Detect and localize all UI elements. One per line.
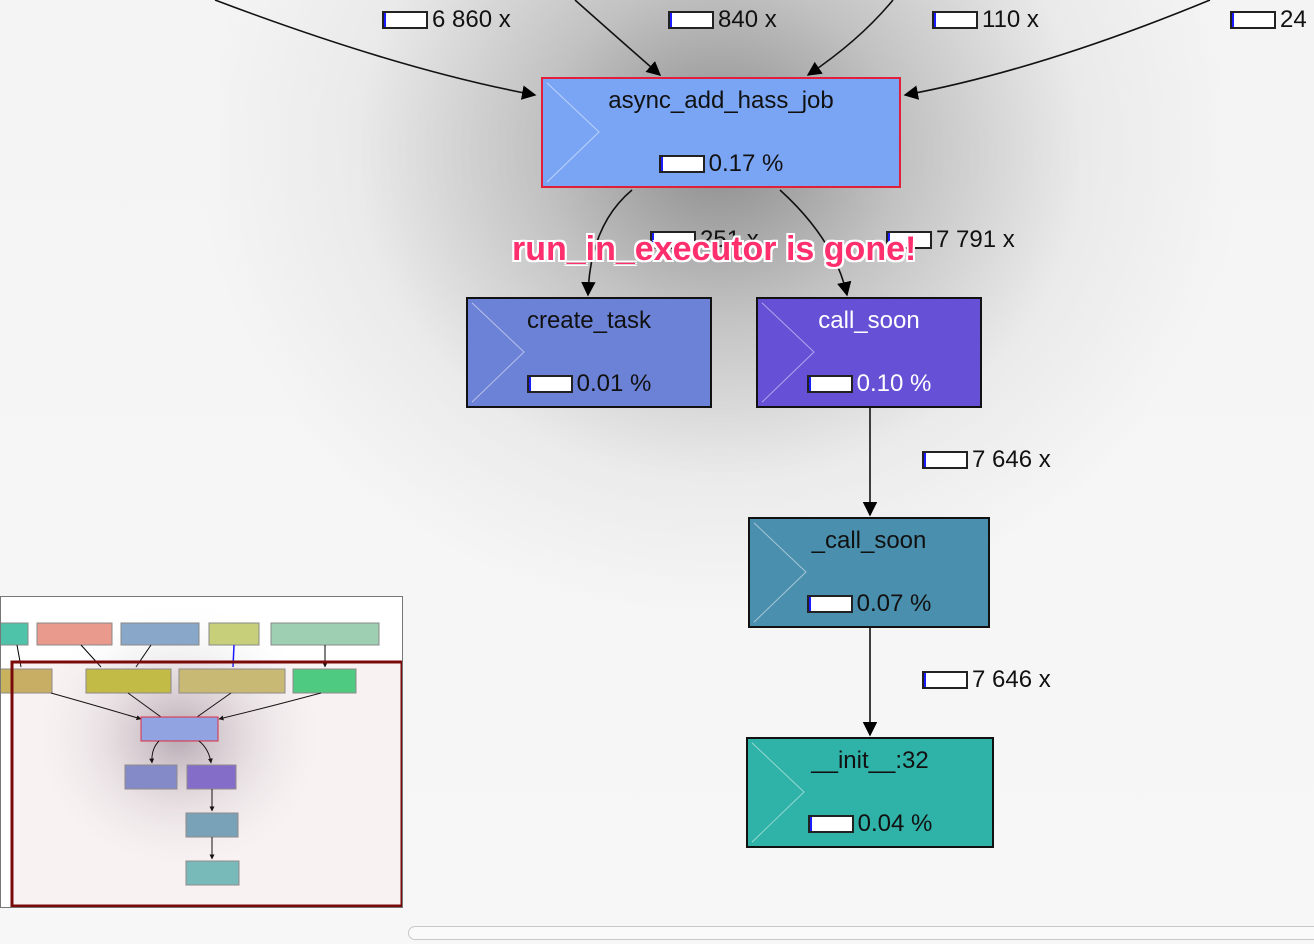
edge-label-text: 251 x — [700, 226, 759, 253]
edge-label-text: 7 646 x — [972, 446, 1051, 473]
node-percent: 0.01 % — [468, 370, 710, 398]
cost-bar — [807, 815, 854, 833]
node-create-task[interactable]: create_task 0.01 % — [466, 297, 712, 408]
call-count-bar — [886, 231, 932, 249]
edge-to-call-soon — [779, 189, 852, 297]
node-percent-value: 0.10 % — [856, 370, 932, 397]
node-name: create_task — [526, 307, 652, 334]
edge-label-text: 840 x — [718, 6, 777, 33]
minimap-graph — [1, 597, 402, 907]
node-name: _call_soon — [811, 527, 927, 554]
cost-bar — [658, 155, 705, 173]
chevron-decoration — [546, 82, 600, 183]
node-percent-value: 0.04 % — [857, 810, 933, 837]
edge-in2 — [574, 0, 662, 76]
call-count-bar — [382, 11, 428, 29]
call-count-bar — [932, 11, 978, 29]
edge-label-to-call-soon: 7 791 x — [886, 226, 1015, 254]
node-init-32[interactable]: __init__:32 0.04 % — [746, 737, 994, 848]
node-percent: 0.17 % — [543, 150, 899, 178]
edge-label-in1: 6 860 x — [382, 6, 511, 34]
call-count-bar — [650, 231, 696, 249]
cost-bar — [806, 375, 853, 393]
edge-label-text: 6 860 x — [432, 6, 511, 33]
edge-label-to-_call-soon: 7 646 x — [922, 446, 1051, 474]
node-percent-value: 0.07 % — [856, 590, 932, 617]
chevron-decoration — [471, 302, 525, 403]
chevron-decoration — [751, 742, 805, 843]
node-name: __init__:32 — [811, 747, 929, 774]
minimap-viewport — [10, 660, 402, 907]
edge-label-to-init: 7 646 x — [922, 666, 1051, 694]
edge-label-text: 110 x — [982, 6, 1039, 33]
edge-to-create-task — [581, 189, 633, 297]
edge-label-in4: 24 — [1230, 6, 1307, 34]
edge-in1 — [214, 0, 537, 100]
edge-label-text: 24 — [1280, 6, 1307, 33]
overview-minimap[interactable] — [0, 596, 403, 908]
node-percent: 0.07 % — [750, 590, 988, 618]
annotation-text: run_in_executor is gone! — [512, 230, 917, 268]
chevron-decoration — [761, 302, 815, 403]
call-count-bar — [668, 11, 714, 29]
edge-label-in3: 110 x — [932, 6, 1039, 34]
node-name: call_soon — [818, 307, 920, 334]
node-percent: 0.10 % — [758, 370, 980, 398]
call-count-bar — [1230, 11, 1276, 29]
call-count-bar — [922, 451, 968, 469]
call-count-bar — [922, 671, 968, 689]
edge-label-to-create-task: 251 x — [650, 226, 759, 254]
edge-in3 — [806, 0, 894, 76]
node-_call-soon[interactable]: _call_soon 0.07 % — [748, 517, 990, 628]
edge-label-text: 7 646 x — [972, 666, 1051, 693]
horizontal-scrollbar[interactable] — [408, 926, 1314, 940]
node-async-add-hass-job[interactable]: async_add_hass_job 0.17 % — [541, 77, 901, 188]
node-percent: 0.04 % — [748, 810, 992, 838]
edge-label-in2: 840 x — [668, 6, 777, 34]
edge-label-text: 7 791 x — [936, 226, 1015, 253]
cost-bar — [526, 375, 573, 393]
node-percent-value: 0.17 % — [708, 150, 784, 177]
node-name: async_add_hass_job — [608, 87, 834, 114]
edge-in4 — [903, 0, 1211, 100]
node-percent-value: 0.01 % — [576, 370, 652, 397]
chevron-decoration — [753, 522, 807, 623]
node-call-soon[interactable]: call_soon 0.10 % — [756, 297, 982, 408]
cost-bar — [806, 595, 853, 613]
